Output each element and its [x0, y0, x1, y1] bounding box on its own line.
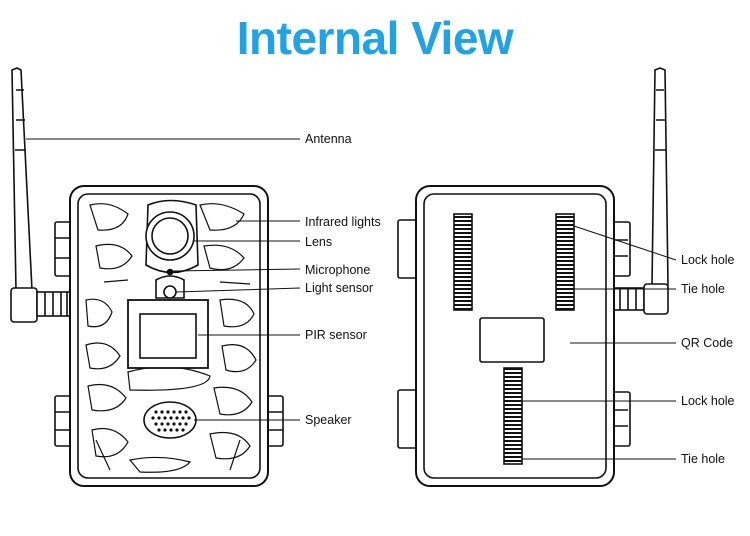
lock-hole-label-top: Lock hole: [681, 253, 735, 267]
infrared-lights-label: Infrared lights: [305, 215, 381, 229]
front-leader-lines: [26, 138, 301, 421]
qr-code-label: QR Code: [681, 336, 733, 350]
antenna-right: [611, 67, 669, 315]
lock-hole-label-bottom: Lock hole: [681, 394, 735, 408]
page-title: Internal View: [236, 12, 514, 64]
speaker-label: Speaker: [305, 413, 352, 427]
pir-sensor-label: PIR sensor: [305, 328, 367, 342]
tie-hole-label-bottom: Tie hole: [681, 452, 725, 466]
front-camera: [10, 67, 284, 487]
tie-hole-label-top: Tie hole: [681, 282, 725, 296]
back-camera: [397, 67, 669, 487]
antenna-label: Antenna: [305, 132, 352, 146]
back-leader-lines: [522, 225, 677, 460]
antenna-left: [10, 67, 74, 323]
lens-label: Lens: [305, 235, 332, 249]
light-sensor-label: Light sensor: [305, 281, 373, 295]
microphone-label: Microphone: [305, 263, 370, 277]
